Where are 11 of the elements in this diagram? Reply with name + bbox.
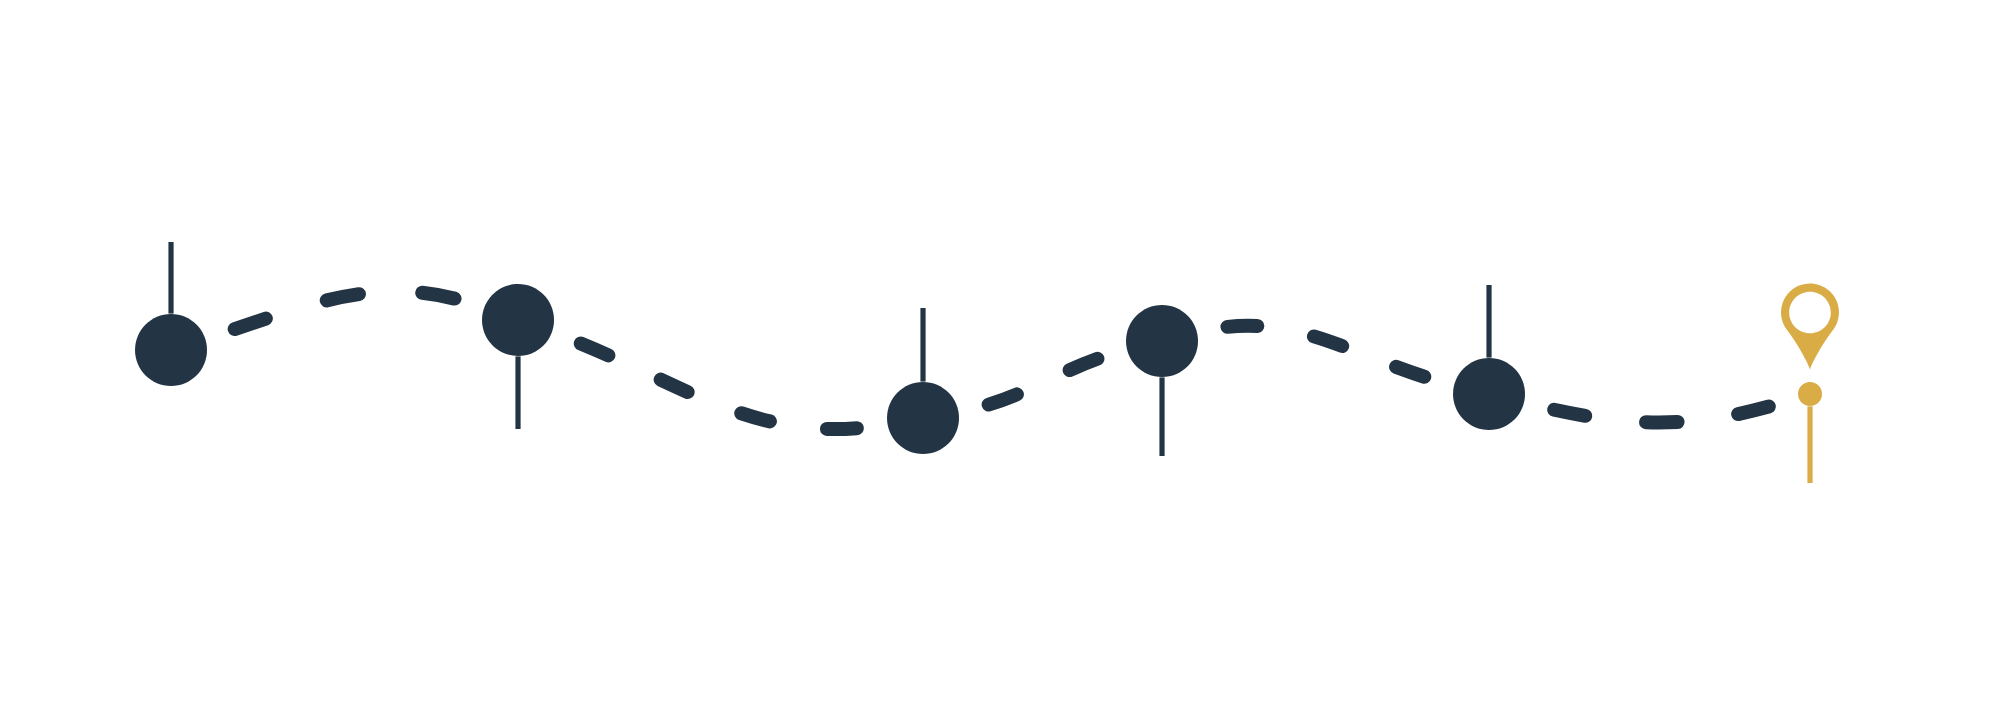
- dashed-line: [573, 336, 864, 436]
- dashed-line: [1220, 318, 1432, 384]
- dashed-line: [1547, 399, 1776, 430]
- dashed-line: [227, 284, 462, 337]
- dashed-line: [981, 351, 1105, 412]
- timeline-dot: [887, 382, 959, 454]
- timeline-dot: [1453, 358, 1525, 430]
- timeline-dot: [1126, 305, 1198, 377]
- timeline-dot: [482, 284, 554, 356]
- timeline-dot: [135, 314, 207, 386]
- timeline-dot: [1798, 382, 1822, 406]
